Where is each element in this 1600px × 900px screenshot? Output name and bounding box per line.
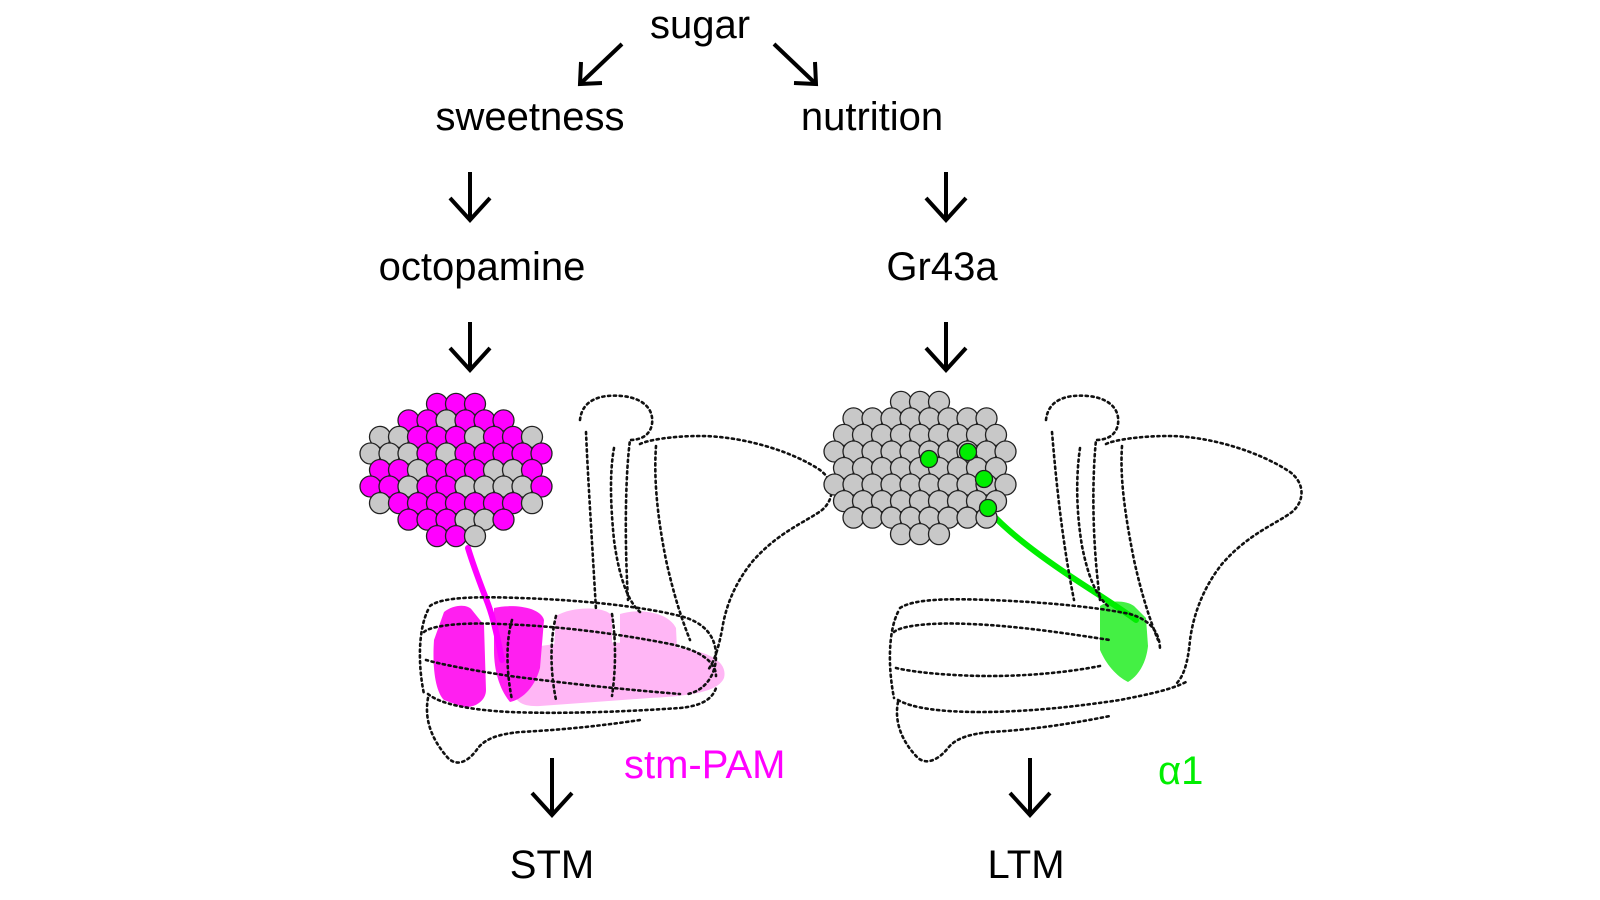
arrow-to-stm <box>530 758 574 818</box>
arrow-sugar-to-sweetness <box>577 42 624 87</box>
cell <box>530 442 553 465</box>
label-gr43a: Gr43a <box>886 245 998 289</box>
left-lobes-strong <box>433 605 544 708</box>
cell <box>463 524 487 548</box>
label-alpha1: α1 <box>1158 749 1203 793</box>
cell <box>861 506 884 529</box>
cell <box>984 423 1008 447</box>
cell <box>492 508 515 531</box>
green-cell <box>974 469 994 489</box>
left-mushroom-body-outline <box>418 394 833 764</box>
green-cell <box>919 449 939 469</box>
left-cell-cluster <box>359 392 553 548</box>
label-octopamine: octopamine <box>379 245 586 289</box>
arrow-sweetness-to-octopamine <box>448 172 492 223</box>
arrow-octopamine-to-cluster <box>448 322 492 373</box>
cell <box>908 522 932 546</box>
label-sweetness: sweetness <box>436 95 625 139</box>
cell <box>520 491 544 515</box>
cell <box>530 475 553 498</box>
arrow-nutrition-to-gr43a <box>924 172 968 223</box>
cell <box>994 473 1017 496</box>
label-stm-pam: stm-PAM <box>624 743 785 787</box>
cell <box>927 522 951 546</box>
label-sugar: sugar <box>650 3 750 47</box>
cell <box>492 409 515 432</box>
right-mushroom-body-outline <box>888 394 1303 763</box>
label-nutrition: nutrition <box>801 95 943 139</box>
cell <box>368 491 392 515</box>
arrow-gr43a-to-cluster <box>924 322 968 373</box>
green-cell <box>958 442 978 462</box>
cell <box>520 458 544 482</box>
cell <box>520 425 544 449</box>
green-cell <box>978 498 998 518</box>
cell <box>994 440 1017 463</box>
cell <box>463 392 487 416</box>
arrow-to-ltm <box>1008 758 1052 818</box>
cell <box>444 524 468 548</box>
arrow-sugar-to-nutrition <box>772 42 819 87</box>
cell <box>956 506 979 529</box>
cell <box>842 506 865 529</box>
right-cell-cluster <box>823 390 1017 546</box>
cell <box>889 522 913 546</box>
cell <box>397 508 420 531</box>
label-ltm: LTM <box>987 843 1064 887</box>
left-axon <box>465 545 505 663</box>
cell <box>425 524 449 548</box>
cell <box>927 390 951 414</box>
left-lobes-light <box>513 608 725 707</box>
label-stm: STM <box>510 843 594 887</box>
cell <box>975 407 998 430</box>
